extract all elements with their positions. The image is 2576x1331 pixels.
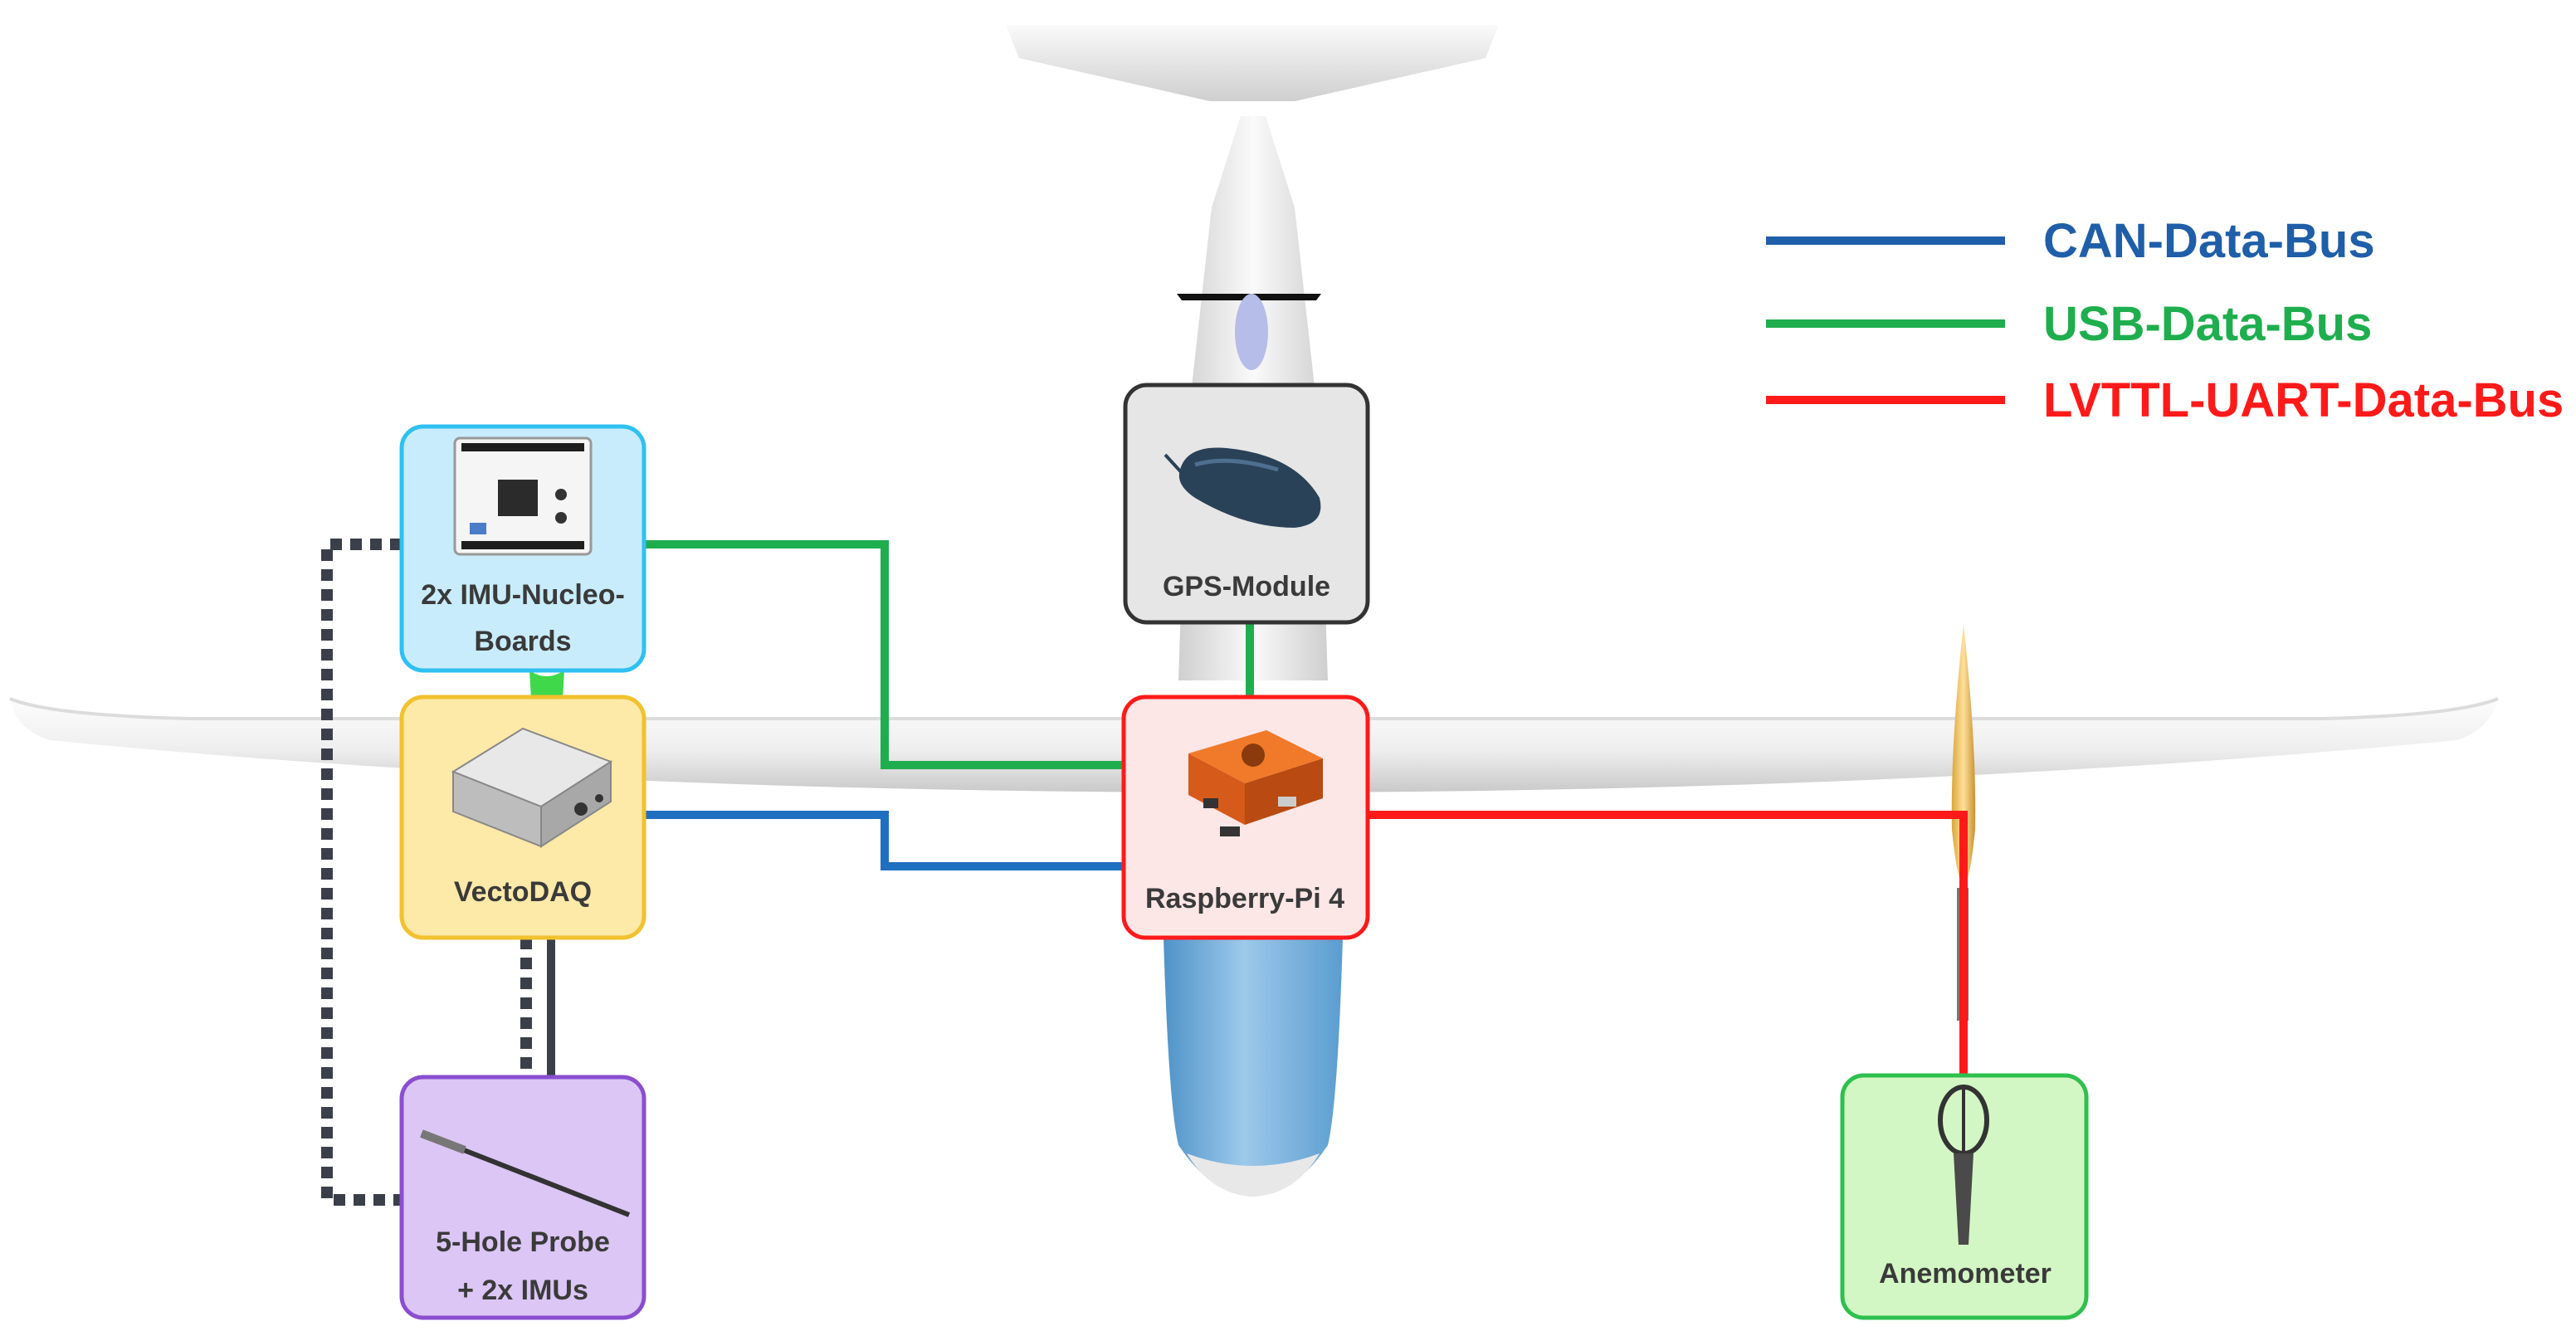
node-vectodaq-label: VectoDAQ	[454, 876, 592, 908]
usb-imu-to-vectodaq	[529, 670, 564, 699]
node-vectodaq[interactable]: VectoDAQ	[399, 695, 646, 940]
node-anemometer[interactable]: Anemometer	[1840, 1073, 2089, 1320]
legend: CAN-Data-Bus USB-Data-Bus LVTTL-UART-Dat…	[1766, 214, 2564, 427]
node-probe-box	[399, 1075, 646, 1320]
daq-box-icon	[451, 727, 613, 848]
node-imu-label-line1: 2x IMU-Nucleo-	[421, 579, 625, 611]
node-rpi-label: Raspberry-Pi 4	[1145, 883, 1344, 914]
anemometer-icon	[1938, 1085, 1989, 1245]
nose-fuselage	[1164, 938, 1343, 1197]
dotted-imu-to-probe	[321, 539, 402, 1206]
nose-cone	[1187, 1153, 1320, 1197]
node-gps-module[interactable]: GPS-Module	[1123, 383, 1370, 625]
spinner-propeller	[1951, 624, 1976, 888]
uart-rpi-to-anemometer	[1369, 811, 1968, 1079]
node-imu-nucleo-boards[interactable]: 2x IMU-Nucleo- Boards	[399, 424, 646, 673]
probe-rod-icon	[420, 1129, 631, 1217]
gps-mouse-icon	[1164, 447, 1321, 528]
node-imu-label-line2: Boards	[474, 626, 571, 657]
connections	[321, 539, 1968, 1206]
usb-imu-to-rpi	[646, 540, 1124, 769]
horizontal-stabilizer	[1006, 25, 1499, 101]
node-probe-label-line2: + 2x IMUs	[457, 1275, 588, 1306]
can-vectodaq-to-rpi	[646, 811, 1124, 870]
legend-can-label: CAN-Data-Bus	[2043, 214, 2375, 268]
node-probe-label-line1: 5-Hole Probe	[436, 1226, 610, 1258]
raspberry-pi-case-icon	[1188, 730, 1323, 836]
legend-usb-label: USB-Data-Bus	[2043, 297, 2372, 351]
circuit-board-icon	[453, 436, 593, 556]
node-five-hole-probe[interactable]: 5-Hole Probe + 2x IMUs	[399, 1075, 646, 1320]
node-anemometer-label: Anemometer	[1879, 1258, 2052, 1290]
legend-uart-label: LVTTL-UART-Data-Bus	[2043, 373, 2564, 427]
node-raspberry-pi-4[interactable]: Raspberry-Pi 4	[1121, 695, 1370, 940]
rear-pusher-cone	[1235, 294, 1268, 370]
node-gps-label: GPS-Module	[1163, 571, 1330, 602]
